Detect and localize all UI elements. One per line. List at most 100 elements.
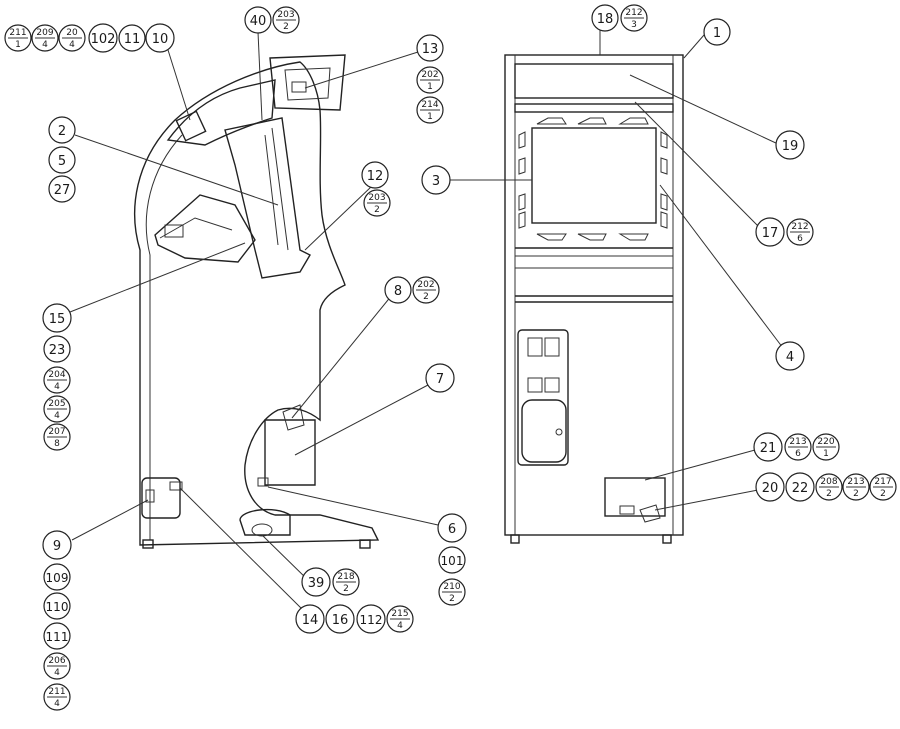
callout-16: 16 <box>325 604 355 634</box>
f209-4-den: 4 <box>42 40 48 50</box>
leader-8 <box>291 294 393 419</box>
callout-15: 15 <box>42 303 72 333</box>
leader-1 <box>683 34 705 59</box>
callout-111: 111 <box>43 622 71 650</box>
leader-9 <box>71 499 149 541</box>
leader-17 <box>634 101 761 229</box>
side-pedal <box>251 523 273 537</box>
callout-1-text: 1 <box>713 26 721 41</box>
callout-8-text: 8 <box>394 284 402 299</box>
front-bezel-bottom-lights <box>536 233 649 241</box>
side-panel-edge <box>159 217 233 239</box>
front-cash-door <box>521 399 567 463</box>
f217-2-num: 217 <box>874 477 891 487</box>
callout-39-text: 39 <box>308 576 325 591</box>
callout-112: 112 <box>356 604 386 634</box>
cabinet-back-outline <box>134 61 380 546</box>
side-lock <box>282 404 305 431</box>
side-service-switch <box>169 481 183 491</box>
f203-2b-den: 2 <box>374 205 380 215</box>
front-cabinet-outline <box>504 54 684 536</box>
f20-4-num: 20 <box>66 28 78 38</box>
callout-101: 101 <box>438 546 466 574</box>
callout-109: 109 <box>43 563 71 591</box>
leader-20 <box>654 489 759 511</box>
leader-2 <box>74 134 279 206</box>
f202-2-num: 202 <box>417 280 434 290</box>
callout-3-text: 3 <box>432 174 440 189</box>
callout-6-text: 6 <box>448 522 456 537</box>
f208-2-num: 208 <box>820 477 837 487</box>
front-control-strip <box>514 255 674 269</box>
front-marquee <box>514 63 674 99</box>
front-marquee-strip <box>514 103 674 113</box>
side-speaker <box>175 110 207 142</box>
callout-22-text: 22 <box>792 481 809 496</box>
callout-1: 1 <box>703 18 731 46</box>
f203-2b-num: 203 <box>368 193 385 203</box>
leader-10 <box>167 49 191 121</box>
side-coin-slot <box>145 489 155 503</box>
callout-27: 27 <box>48 175 76 203</box>
callout-23: 23 <box>43 335 71 363</box>
front-volume-knob <box>639 504 661 523</box>
f204-4-den: 4 <box>54 382 60 392</box>
f204-4-num: 204 <box>48 370 65 380</box>
f215-4-den: 4 <box>397 621 403 631</box>
callout-40: 40 <box>244 6 272 34</box>
front-foot-left <box>510 534 520 544</box>
callout-22: 22 <box>785 472 815 502</box>
front-bezel-left-lights <box>518 131 526 229</box>
leader-4 <box>659 184 787 353</box>
leader-40 <box>257 31 263 121</box>
f212-6-num: 212 <box>791 222 808 232</box>
callout-21: 21 <box>753 432 783 462</box>
side-control-panel <box>154 194 256 263</box>
f203-2a-num: 203 <box>277 10 294 20</box>
f213-6-num: 213 <box>789 437 806 447</box>
callout-4: 4 <box>775 341 805 371</box>
side-monitor-frame <box>224 117 311 279</box>
front-view-cabinet <box>504 54 684 544</box>
callout-11-text: 11 <box>124 32 141 47</box>
f214-1-num: 214 <box>421 100 438 110</box>
callout-10: 10 <box>145 23 175 53</box>
f211-4-num: 211 <box>48 687 65 697</box>
side-view-cabinet <box>134 54 380 549</box>
f202-1-num: 202 <box>421 70 438 80</box>
f209-4-num: 209 <box>36 28 53 38</box>
callout-14-text: 14 <box>302 613 319 628</box>
front-foot-right <box>662 534 672 544</box>
f206-4-den: 4 <box>54 668 60 678</box>
callout-3: 3 <box>421 165 451 195</box>
callout-18-text: 18 <box>597 12 614 27</box>
callout-9-text: 9 <box>53 539 61 554</box>
f205-4-den: 4 <box>54 411 60 421</box>
front-monitor-screen <box>531 127 657 224</box>
callout-40-text: 40 <box>250 14 267 29</box>
leader-7 <box>294 384 429 456</box>
callout-5: 5 <box>48 146 76 174</box>
f212-6-den: 6 <box>797 234 803 244</box>
side-foot-left <box>142 539 154 549</box>
callout-19: 19 <box>775 130 805 160</box>
front-service-switch <box>619 505 635 515</box>
leader-13 <box>304 51 419 89</box>
callout-102: 102 <box>88 23 118 53</box>
